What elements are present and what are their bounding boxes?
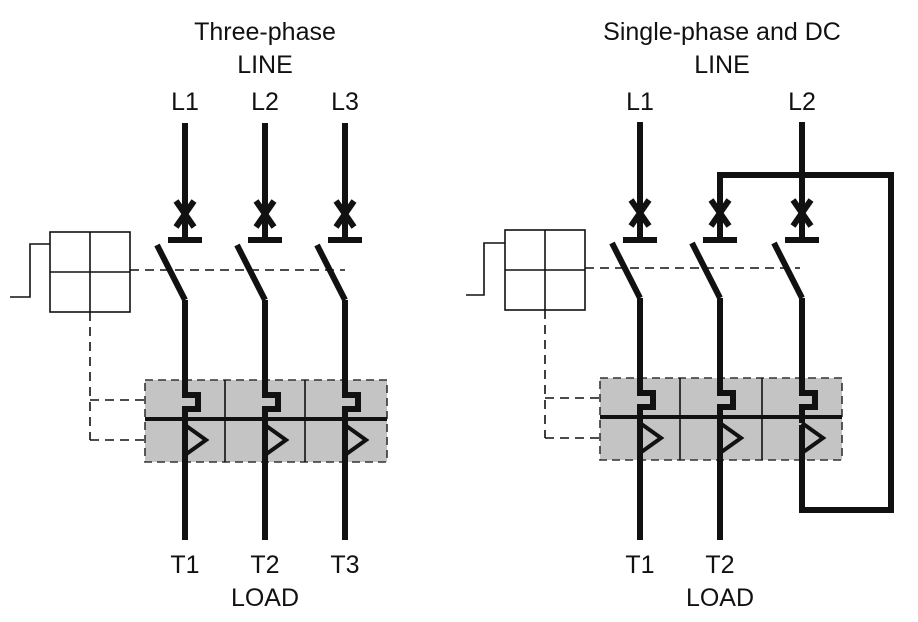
terminal-t3-label: T3 [330, 551, 359, 579]
trip-unit-lead [10, 243, 50, 298]
single-phase-title: Single-phase and DC [603, 18, 841, 46]
three-phase-diagram: Three-phase LINE L1 L2 L3 [10, 18, 388, 612]
series-jumper-loop [717, 172, 894, 513]
trip-unit [466, 229, 586, 311]
terminal-l2-label: L2 [251, 88, 279, 116]
three-phase-load-label: LOAD [231, 584, 299, 612]
terminal-l2-label: L2 [788, 88, 816, 116]
single-phase-line-label: LINE [694, 51, 750, 79]
pole-2 [689, 198, 745, 540]
three-phase-line-label: LINE [237, 51, 293, 79]
pole-3 [771, 122, 827, 455]
single-phase-load-label: LOAD [686, 584, 754, 612]
pole-3 [314, 123, 370, 540]
pole-1 [154, 123, 210, 540]
terminal-l1-label: L1 [626, 88, 654, 116]
terminal-t1-label: T1 [170, 551, 199, 579]
three-phase-title: Three-phase [194, 18, 336, 46]
terminal-t1-label: T1 [625, 551, 654, 579]
terminal-t2-label: T2 [250, 551, 279, 579]
terminal-l3-label: L3 [331, 88, 359, 116]
pole-2 [234, 123, 290, 540]
pole-1 [609, 122, 665, 540]
terminal-l1-label: L1 [171, 88, 199, 116]
single-phase-dc-diagram: Single-phase and DC LINE L1 L2 [466, 18, 894, 612]
terminal-t2-label: T2 [705, 551, 734, 579]
trip-unit [10, 231, 131, 313]
trip-unit-lead [466, 242, 505, 296]
